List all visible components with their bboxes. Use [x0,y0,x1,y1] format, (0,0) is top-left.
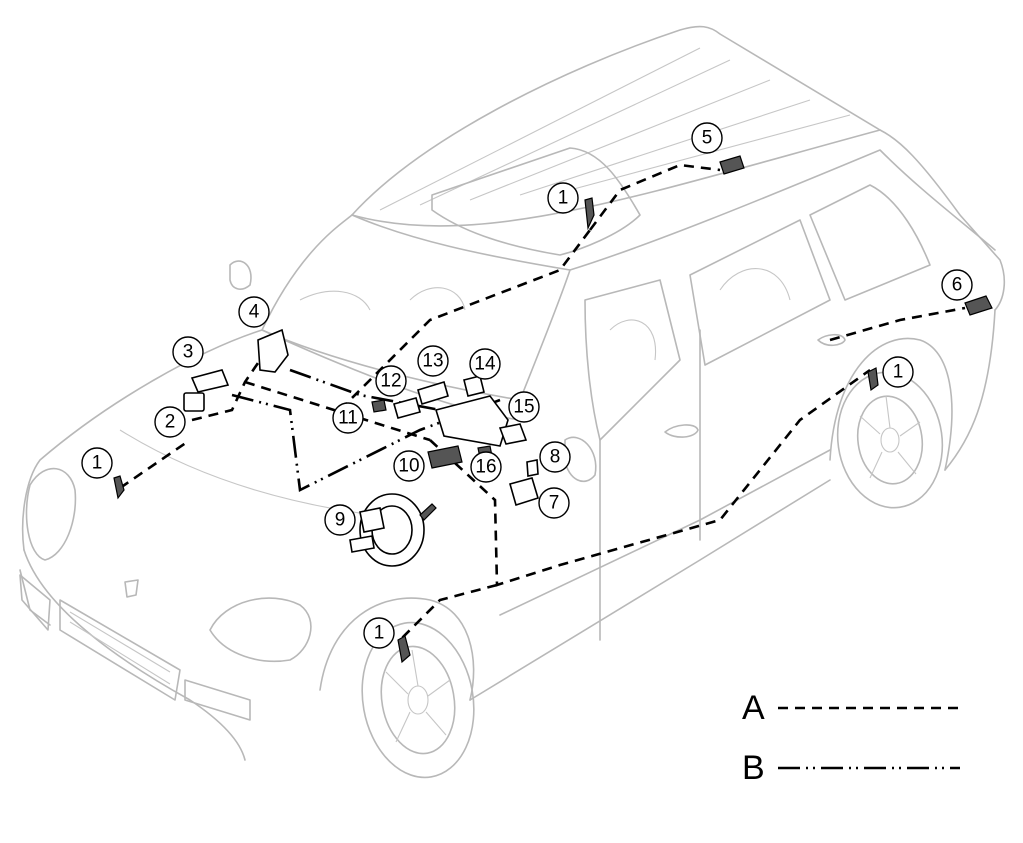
callout-4: 4 [238,296,270,328]
callout-number: 5 [702,128,713,149]
wiring-line-a [399,583,498,641]
callout-number: 15 [513,397,534,418]
sensor-part-1 [397,635,411,664]
callout-number: 7 [549,493,560,514]
callout-1: 1 [363,617,395,649]
module-part-6 [964,295,993,316]
callout-number: 13 [422,351,443,372]
callout-circle [547,182,579,214]
callout-1: 1 [882,356,914,388]
sensor-part-1 [584,197,595,231]
wiring-line-a [429,368,871,587]
callout-number: 12 [380,371,401,392]
callout-number: 11 [338,408,358,429]
callout-circle [332,402,364,434]
callout-1: 1 [81,447,113,479]
callout-circle [154,406,186,438]
unit-part-11 [371,399,387,413]
callout-circle [469,348,501,380]
callout-number: 16 [475,457,496,478]
callout-circle [691,122,723,154]
callout-circle [941,269,973,301]
callout-number: 14 [474,354,496,375]
unit-part-12 [393,397,421,419]
callout-circle [538,487,570,519]
bracket-part-14 [463,375,485,397]
callout-number: 4 [249,302,260,323]
relay-part-7 [509,477,539,507]
booster-part-9 [419,503,437,521]
callout-1: 1 [547,182,579,214]
callout-circle [172,336,204,368]
callout-number: 3 [183,342,194,363]
booster-part-9 [349,535,375,553]
callout-10: 10 [393,450,425,482]
callout-circle [417,345,449,377]
callout-15: 15 [508,391,540,423]
callout-circle [470,451,502,483]
callout-circle [882,356,914,388]
control-unit-part-10 [427,445,463,469]
callout-circle [375,365,407,397]
booster-part-9 [359,507,385,533]
callout-number: 1 [893,362,904,383]
callout-number: 2 [165,412,176,433]
wiring-line-a [339,229,592,411]
module-part-2 [183,392,205,412]
callout-circle [393,450,425,482]
sensor-part-8 [526,459,539,477]
callout-number: 6 [952,275,963,296]
module-part-5 [719,155,745,175]
callout-number: 1 [374,623,385,644]
callout-13: 13 [417,345,449,377]
wiring-line-a [588,163,721,231]
callout-number: 9 [335,510,346,531]
harness-part-15 [498,423,528,445]
connector-part-3 [190,369,230,393]
callout-number: 10 [398,456,419,477]
pump-part-4 [257,328,289,373]
callout-circle [324,504,356,536]
legend-letter-a: A [742,689,765,727]
wiring-line-a [119,438,191,490]
sensor-part-1 [867,367,879,392]
callout-number: 1 [558,188,569,209]
sensor-part-1 [113,475,125,500]
callout-12: 12 [375,365,407,397]
legend-letter-b: B [742,749,765,787]
callout-circle [539,441,571,473]
callout-number: 1 [92,453,103,474]
callout-6: 6 [941,269,973,301]
callout-3: 3 [172,336,204,368]
callout-8: 8 [539,441,571,473]
callout-circle [508,391,540,423]
car-illustration [19,25,1006,779]
callout-5: 5 [691,122,723,154]
wiring-harness [119,163,966,641]
callout-16: 16 [470,451,502,483]
callout-14: 14 [469,348,501,380]
callout-11: 11 [332,402,364,434]
callout-7: 7 [538,487,570,519]
callout-number: 8 [550,447,561,468]
callout-circle [238,296,270,328]
callout-circle [363,617,395,649]
legend: A B [742,689,960,787]
callout-9: 9 [324,504,356,536]
callout-2: 2 [154,406,186,438]
wiring-line-a [829,306,966,342]
components [113,155,993,664]
wiring-line-b [231,393,501,492]
unit-part-13 [417,380,449,406]
callout-circle [81,447,113,479]
